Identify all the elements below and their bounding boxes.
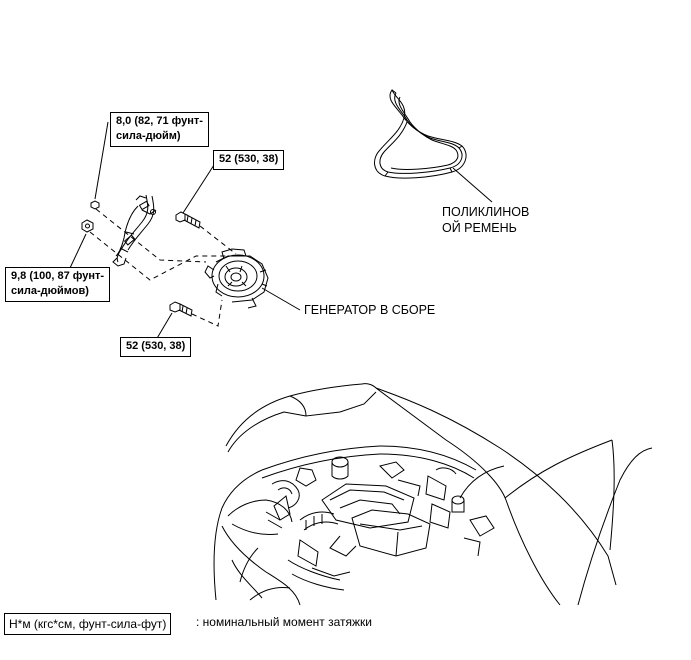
small-bolt-drawing bbox=[90, 200, 100, 210]
lower-mount-leader bbox=[155, 312, 173, 341]
torque-lower-mount-text: 52 (530, 38) bbox=[126, 340, 186, 352]
generator-label-text: ГЕНЕРАТОР В СБОРЕ bbox=[304, 303, 436, 317]
torque-upper-mount-text: 52 (530, 38) bbox=[219, 153, 279, 165]
torque-box-upper-bolt: 8,0 (82, 71 фунт- сила-дюйм) bbox=[110, 112, 209, 147]
torque-upper-bolt-line1: 8,0 (82, 71 фунт- bbox=[116, 115, 203, 127]
generator-leader-line bbox=[261, 287, 301, 311]
upper-mount-bolt-drawing bbox=[175, 211, 201, 229]
alignment-dashed-lines bbox=[89, 208, 237, 327]
upper-bolt-leader bbox=[94, 121, 109, 200]
belt-leader-line bbox=[452, 167, 493, 203]
belt-label-line2: ОЙ РЕМЕНЬ bbox=[442, 221, 517, 235]
upper-mount-leader bbox=[182, 164, 215, 214]
torque-box-upper-mount: 52 (530, 38) bbox=[213, 150, 285, 170]
wire-harness-drawing bbox=[112, 194, 157, 267]
torque-upper-bolt-line2: сила-дюйм) bbox=[116, 130, 181, 142]
legend-unit-text: Н*м (кгс*см, фунт-сила-фут) bbox=[9, 617, 167, 631]
torque-nut-line2: сила-дюймов) bbox=[11, 285, 89, 297]
legend-unit-box: Н*м (кгс*см, фунт-сила-фут) bbox=[4, 613, 172, 635]
torque-box-lower-mount: 52 (530, 38) bbox=[120, 337, 192, 357]
vehicle-drawing bbox=[213, 383, 653, 606]
legend-description: : номинальный момент затяжки bbox=[196, 614, 372, 630]
torque-nut-line1: 9,8 (100, 87 фунт- bbox=[11, 270, 105, 282]
nut-drawing bbox=[81, 219, 94, 233]
torque-box-nut: 9,8 (100, 87 фунт- сила-дюймов) bbox=[5, 267, 111, 302]
lower-mount-bolt-drawing bbox=[169, 301, 193, 317]
v-ribbed-belt-drawing bbox=[374, 88, 467, 179]
nut-leader bbox=[69, 233, 87, 269]
generator-label: ГЕНЕРАТОР В СБОРЕ bbox=[304, 302, 435, 318]
legend-description-text: : номинальный момент затяжки bbox=[196, 615, 372, 629]
belt-label: ПОЛИКЛИНОВ ОЙ РЕМЕНЬ bbox=[442, 204, 529, 236]
generator-drawing bbox=[204, 248, 269, 309]
belt-label-line1: ПОЛИКЛИНОВ bbox=[442, 205, 530, 219]
